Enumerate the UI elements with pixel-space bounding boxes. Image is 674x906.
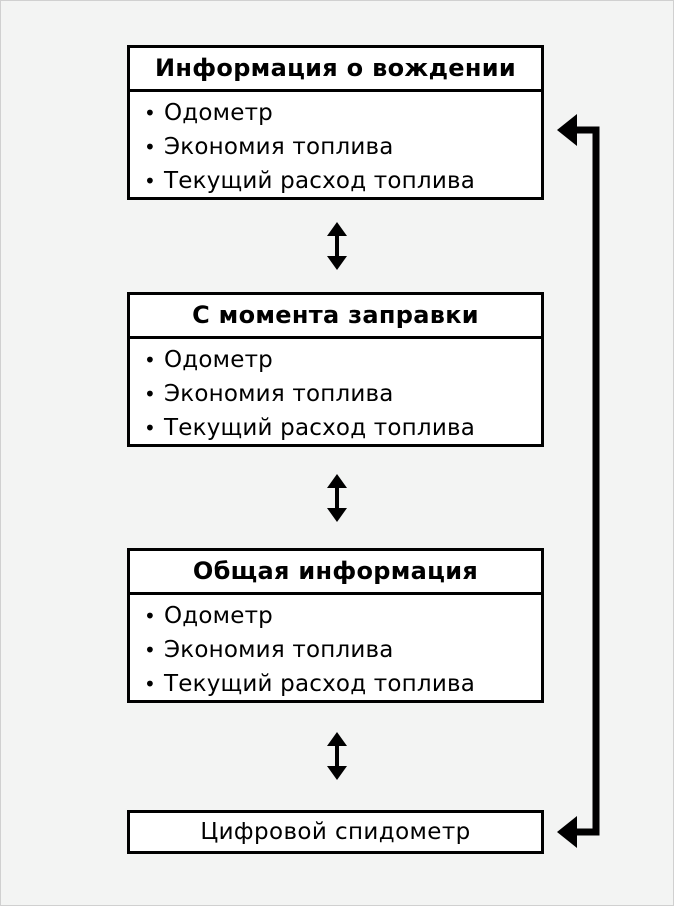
list-item-label: Текущий расход топлива (164, 168, 476, 194)
list-item: • Одометр (144, 599, 541, 633)
list-item-label: Экономия топлива (164, 637, 394, 663)
list-item-label: Текущий расход топлива (164, 671, 476, 697)
bullet-icon: • (144, 348, 156, 372)
list-item-label: Текущий расход топлива (164, 415, 476, 441)
arrow-left-icon (557, 816, 577, 848)
bullet-icon: • (144, 672, 156, 696)
list-item-label: Одометр (164, 347, 273, 373)
list-item: • Текущий расход топлива (144, 667, 541, 701)
since-refuel-title: С момента заправки (130, 295, 541, 339)
list-item-label: Одометр (164, 100, 273, 126)
list-item: • Одометр (144, 343, 541, 377)
list-item: • Одометр (144, 96, 541, 130)
list-item-label: Экономия топлива (164, 134, 394, 160)
double-arrow-icon (327, 474, 347, 522)
double-arrow-icon (327, 732, 347, 780)
bullet-icon: • (144, 382, 156, 406)
driving-info-title: Информация о вождении (130, 48, 541, 92)
bullet-icon: • (144, 416, 156, 440)
general-info-title: Общая информация (130, 551, 541, 595)
driving-info-list: • Одометр • Экономия топлива • Текущий расх… (130, 92, 541, 198)
since-refuel-box: С момента заправки • Одометр • Экономия то… (127, 292, 544, 447)
since-refuel-list: • Одометр • Экономия топлива • Текущий расх… (130, 339, 541, 445)
list-item: • Экономия топлива (144, 377, 541, 411)
loop-connector (557, 114, 600, 848)
arrow-left-icon (557, 114, 577, 146)
bullet-icon: • (144, 169, 156, 193)
list-item: • Текущий расход топлива (144, 164, 541, 198)
list-item: • Экономия топлива (144, 130, 541, 164)
bullet-icon: • (144, 135, 156, 159)
list-item-label: Экономия топлива (164, 381, 394, 407)
driving-info-box: Информация о вождении • Одометр • Экономия… (127, 45, 544, 200)
general-info-box: Общая информация • Одометр • Экономия топл… (127, 548, 544, 703)
bullet-icon: • (144, 638, 156, 662)
digital-speedometer-box: Цифровой спидометр (127, 810, 544, 854)
bullet-icon: • (144, 604, 156, 628)
bullet-icon: • (144, 101, 156, 125)
general-info-list: • Одометр • Экономия топлива • Текущий расх… (130, 595, 541, 701)
list-item: • Экономия топлива (144, 633, 541, 667)
double-arrow-icon (327, 222, 347, 270)
list-item-label: Одометр (164, 603, 273, 629)
list-item: • Текущий расход топлива (144, 411, 541, 445)
